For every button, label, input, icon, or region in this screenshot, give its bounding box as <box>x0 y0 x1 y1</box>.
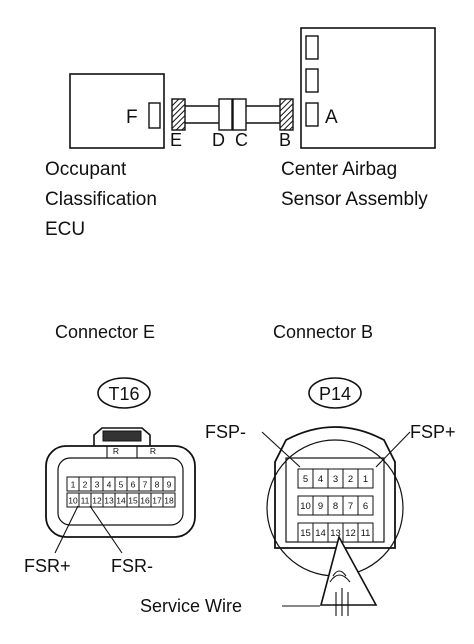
callout-fsr-minus: FSR- <box>111 556 153 576</box>
connector-e-pin-label: 12 <box>92 496 102 506</box>
connector-e-pin-label: 13 <box>104 496 114 506</box>
connector-e-pin-cell <box>162 492 176 508</box>
connector-label-d: D <box>212 130 225 150</box>
connector-b-pin-label: 15 <box>300 528 311 539</box>
connector-d <box>218 98 233 131</box>
connector-e-pin-label: 5 <box>119 480 124 490</box>
connector-b-pin-label: 14 <box>315 528 326 539</box>
connector-b-pin-label: 13 <box>330 528 341 539</box>
connector-b-pin-label: 9 <box>318 501 323 512</box>
connector-b-hatched <box>279 98 294 131</box>
service-wire-label: Service Wire <box>140 596 242 616</box>
connector-b-pin-label: 6 <box>363 501 368 512</box>
connector-b-pin-label: 7 <box>348 501 353 512</box>
ecu-name-line-3: ECU <box>45 219 85 240</box>
connector-b-code-bubble <box>308 377 362 409</box>
connector-e-pin-label: 3 <box>95 480 100 490</box>
connector-e-pin-label: 9 <box>167 480 172 490</box>
connector-b-pin-cell <box>357 495 374 516</box>
sensor-name-line-2: Sensor Assembly <box>281 189 428 210</box>
fsr-plus-leader <box>54 505 79 554</box>
connector-e-pin-label: 18 <box>164 496 174 506</box>
connector-label-c: C <box>235 130 248 150</box>
fsp-plus-leader <box>375 431 411 468</box>
connector-e-pin-label: 2 <box>83 480 88 490</box>
connector-e-pin-label: 7 <box>143 480 148 490</box>
ecu-pin-label: F <box>126 107 138 128</box>
connector-label-b: B <box>279 130 291 150</box>
fsp-minus-leader <box>261 431 301 468</box>
callout-fsp-plus: FSP+ <box>410 422 456 442</box>
ecu-pin-f-socket <box>148 102 161 129</box>
ecu-name-line-2: Classification <box>45 189 157 210</box>
connector-b-pin-label: 12 <box>345 528 356 539</box>
fsr-minus-leader <box>89 505 123 554</box>
connector-e-pin-label: 1 <box>71 480 76 490</box>
connector-e-latch-mark-left: R <box>113 446 119 456</box>
connector-e-latch-mark-right: R <box>150 446 156 456</box>
service-wire <box>319 534 378 616</box>
connector-e-code-bubble <box>97 377 151 409</box>
sensor-name-line-1: Center Airbag <box>281 159 397 180</box>
connector-b-pin-label: 11 <box>361 528 371 539</box>
connector-label-e: E <box>170 130 182 150</box>
connector-b-pin-cell <box>357 468 374 489</box>
connector-b-pin-label: 10 <box>300 501 311 512</box>
sensor-socket-a <box>305 102 319 127</box>
connector-b-pin-label: 4 <box>318 474 323 485</box>
connector-e-pin-label: 15 <box>128 496 138 506</box>
wire-harness <box>185 105 280 124</box>
connector-e-title: Connector E <box>55 322 155 342</box>
connector-b-code: P14 <box>319 384 351 404</box>
ecu-name-line-1: Occupant <box>45 159 127 180</box>
connector-e-hatched <box>171 98 186 131</box>
callout-fsr-plus: FSR+ <box>24 556 71 576</box>
connector-c <box>232 98 247 131</box>
sensor-socket-1 <box>305 35 319 60</box>
connector-e-pin-label: 4 <box>107 480 112 490</box>
connector-e-pin-label: 11 <box>81 496 90 506</box>
connector-e-pin-label: 6 <box>131 480 136 490</box>
callout-fsp-minus: FSP- <box>205 422 246 442</box>
connector-e-pin-label: 16 <box>140 496 150 506</box>
connector-e-pin-label: 17 <box>152 496 162 506</box>
connector-e-pin-label: 10 <box>68 496 78 506</box>
sensor-box <box>300 27 436 149</box>
sensor-pin-label: A <box>325 107 338 128</box>
connector-b-pin-label: 1 <box>363 474 368 485</box>
connector-b-title: Connector B <box>273 322 373 342</box>
connector-b-pin-cell <box>357 522 374 543</box>
sensor-socket-2 <box>305 68 319 93</box>
connector-b-pin-label: 3 <box>333 474 338 485</box>
connector-b-pin-label: 5 <box>303 474 308 485</box>
connector-b-pin-label: 2 <box>348 474 353 485</box>
connector-e-pin-cell <box>162 476 176 492</box>
connector-e-pin-label: 8 <box>155 480 160 490</box>
connector-e-pin-label: 14 <box>116 496 126 506</box>
connector-e-code: T16 <box>108 384 139 404</box>
connector-b-pin-label: 8 <box>333 501 338 512</box>
